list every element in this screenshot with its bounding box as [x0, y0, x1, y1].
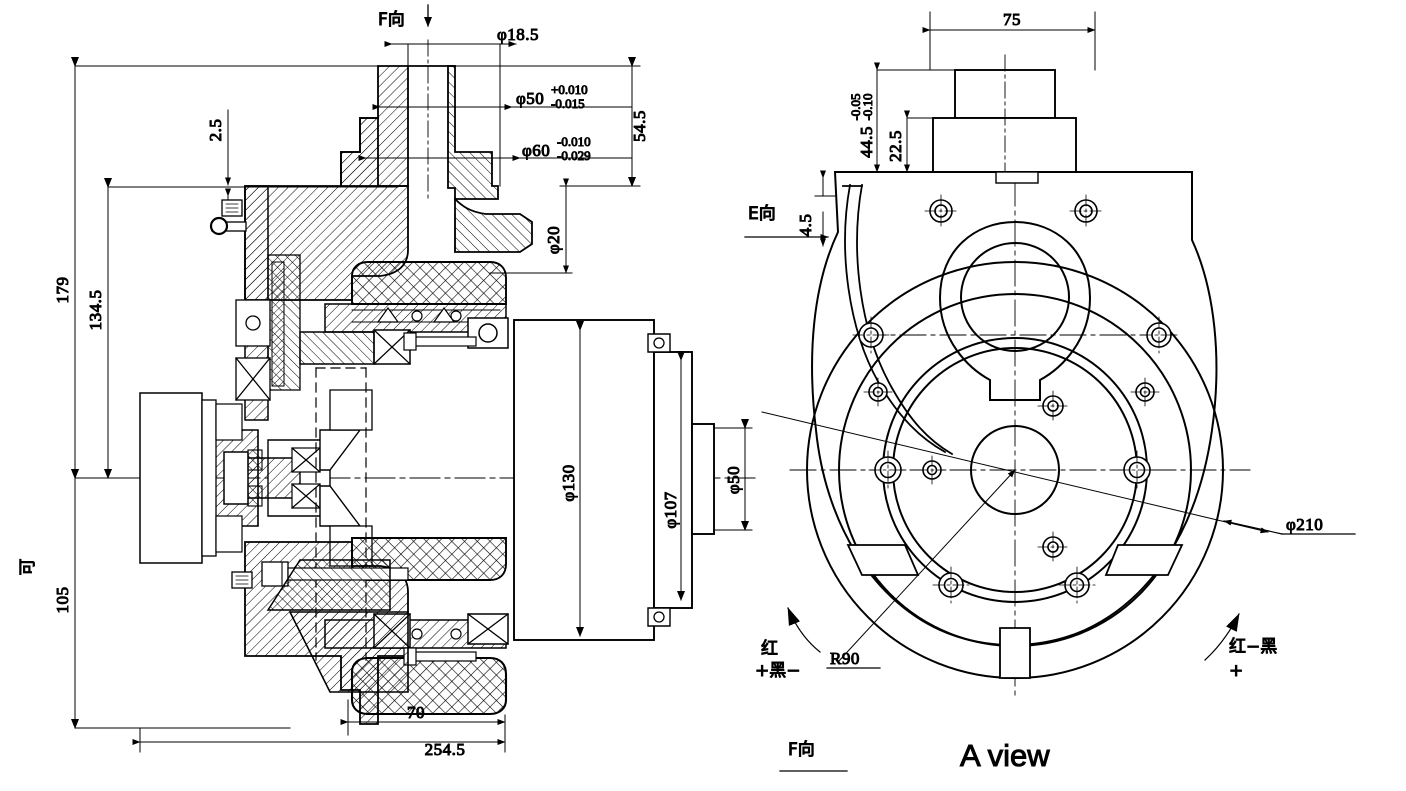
- dim-phi50-tol-upper: +0.010: [551, 82, 588, 97]
- dim-2_5-label: 2.5: [206, 119, 225, 142]
- wire-label-right-line1: 红−黑: [1229, 637, 1277, 657]
- dim-phi60-tol-upper: -0.010: [557, 134, 591, 149]
- phi210-leader: [1223, 519, 1356, 535]
- dim-44_5-tol-upper: -0.05: [848, 93, 863, 120]
- dim-70-label: 70: [407, 703, 425, 722]
- dim-44_5-tol-lower: -0.10: [860, 93, 875, 120]
- motor-barrel: [513, 319, 715, 641]
- dim-phi50-shaft-label: φ50: [724, 466, 743, 494]
- centerlines: [789, 179, 1251, 701]
- dim-phi210-label: φ210: [1286, 515, 1323, 534]
- screw-heads: [209, 199, 253, 589]
- rotation-arrow-right: [1204, 613, 1240, 661]
- dim-phi50-label: φ50: [516, 89, 544, 108]
- dim-phi130-label: φ130: [559, 464, 578, 501]
- dim-phi50-tol-lower: -0.015: [551, 96, 585, 111]
- rotated-annotation-char: 可: [18, 559, 38, 576]
- dim-phi20-label: φ20: [544, 226, 563, 254]
- bottom-dimension-stack: [132, 699, 506, 753]
- dim-phi60-label: φ60: [522, 141, 550, 160]
- mounting-ribs: [846, 171, 1184, 679]
- page-title: A view: [960, 738, 1050, 773]
- volute-curve: [842, 183, 954, 456]
- top-dimension-stack: [358, 41, 641, 274]
- e-view-label: E向: [748, 204, 776, 224]
- dim-22_5-label: 22.5: [886, 130, 905, 162]
- dim-134_5-label: 134.5: [86, 290, 105, 331]
- dim-phi60-tol-lower: -0.029: [557, 148, 591, 163]
- dim-phi18_5-label: φ18.5: [497, 25, 539, 44]
- dim-179-label: 179: [53, 277, 72, 304]
- wire-label-left-line2: +黑−: [755, 661, 801, 681]
- wire-label-right-line2: +: [1229, 661, 1243, 681]
- r90-construction-lines: [761, 411, 1269, 663]
- right-dimension-stack: [576, 321, 753, 637]
- f-view-label-bottom: F向: [788, 740, 815, 760]
- rotation-arrow-left: [787, 607, 821, 653]
- f-view-label-top: F向: [378, 10, 405, 30]
- dim-54_5-label: 54.5: [630, 110, 649, 142]
- dim-phi107-label: φ107: [661, 491, 680, 528]
- dim-4_5-label: 4.5: [796, 214, 815, 237]
- end-view-group: 75 44.5 -0.05 -0.10 22.5 4.5 E向: [744, 10, 1356, 774]
- main-housing-section: [139, 117, 509, 725]
- top-boss: [932, 54, 1077, 181]
- dim-254_5-label: 254.5: [425, 740, 466, 759]
- dim-75-label: 75: [1003, 10, 1021, 29]
- section-view-group: 179 134.5 105 2.5 可 F向: [18, 4, 761, 760]
- wire-label-left-line1: 红: [761, 639, 778, 659]
- dim-r90-label: R90: [830, 649, 860, 668]
- dim-44_5-label: 44.5: [857, 126, 876, 158]
- dim-105-label: 105: [53, 587, 72, 614]
- bolt-holes: [852, 194, 1178, 604]
- spigot-boss: [454, 196, 533, 253]
